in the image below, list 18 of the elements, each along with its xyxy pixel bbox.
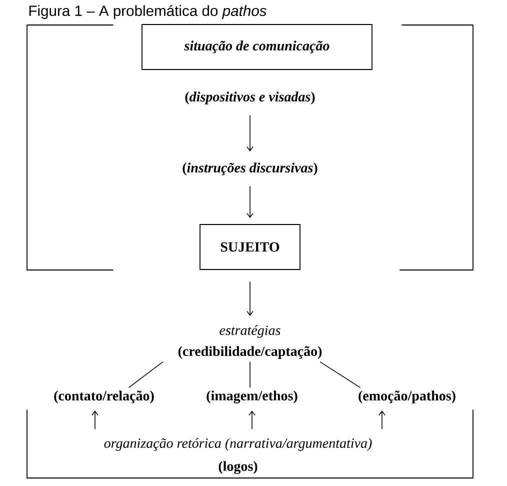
arrow — [92, 410, 98, 430]
arrow — [246, 115, 254, 152]
arrow — [248, 410, 256, 430]
concept-label: estratégias (credibilidade/captação) — [178, 325, 322, 359]
caption: Figura 1 – A problemática do pathos — [29, 5, 266, 19]
connector-line — [128, 362, 163, 388]
concept-label: (contato/relação) — [54, 390, 154, 404]
arrow — [378, 410, 386, 430]
concept-label: (dispositivos e visadas) — [185, 92, 315, 104]
arrow — [246, 186, 254, 218]
arrow — [246, 282, 254, 316]
concept-box: SUJEITO — [200, 224, 300, 270]
connector-line — [320, 362, 360, 388]
concept-label: (imagem/ethos) — [206, 390, 298, 404]
concept-label: organização retórica (narrativa/argumentativa) (logos) — [104, 438, 372, 474]
concept-label: (emoção/pathos) — [358, 390, 456, 404]
concept-box: situação de comunicação — [142, 24, 372, 70]
concept-label: (instruções discursivas) — [182, 162, 318, 176]
